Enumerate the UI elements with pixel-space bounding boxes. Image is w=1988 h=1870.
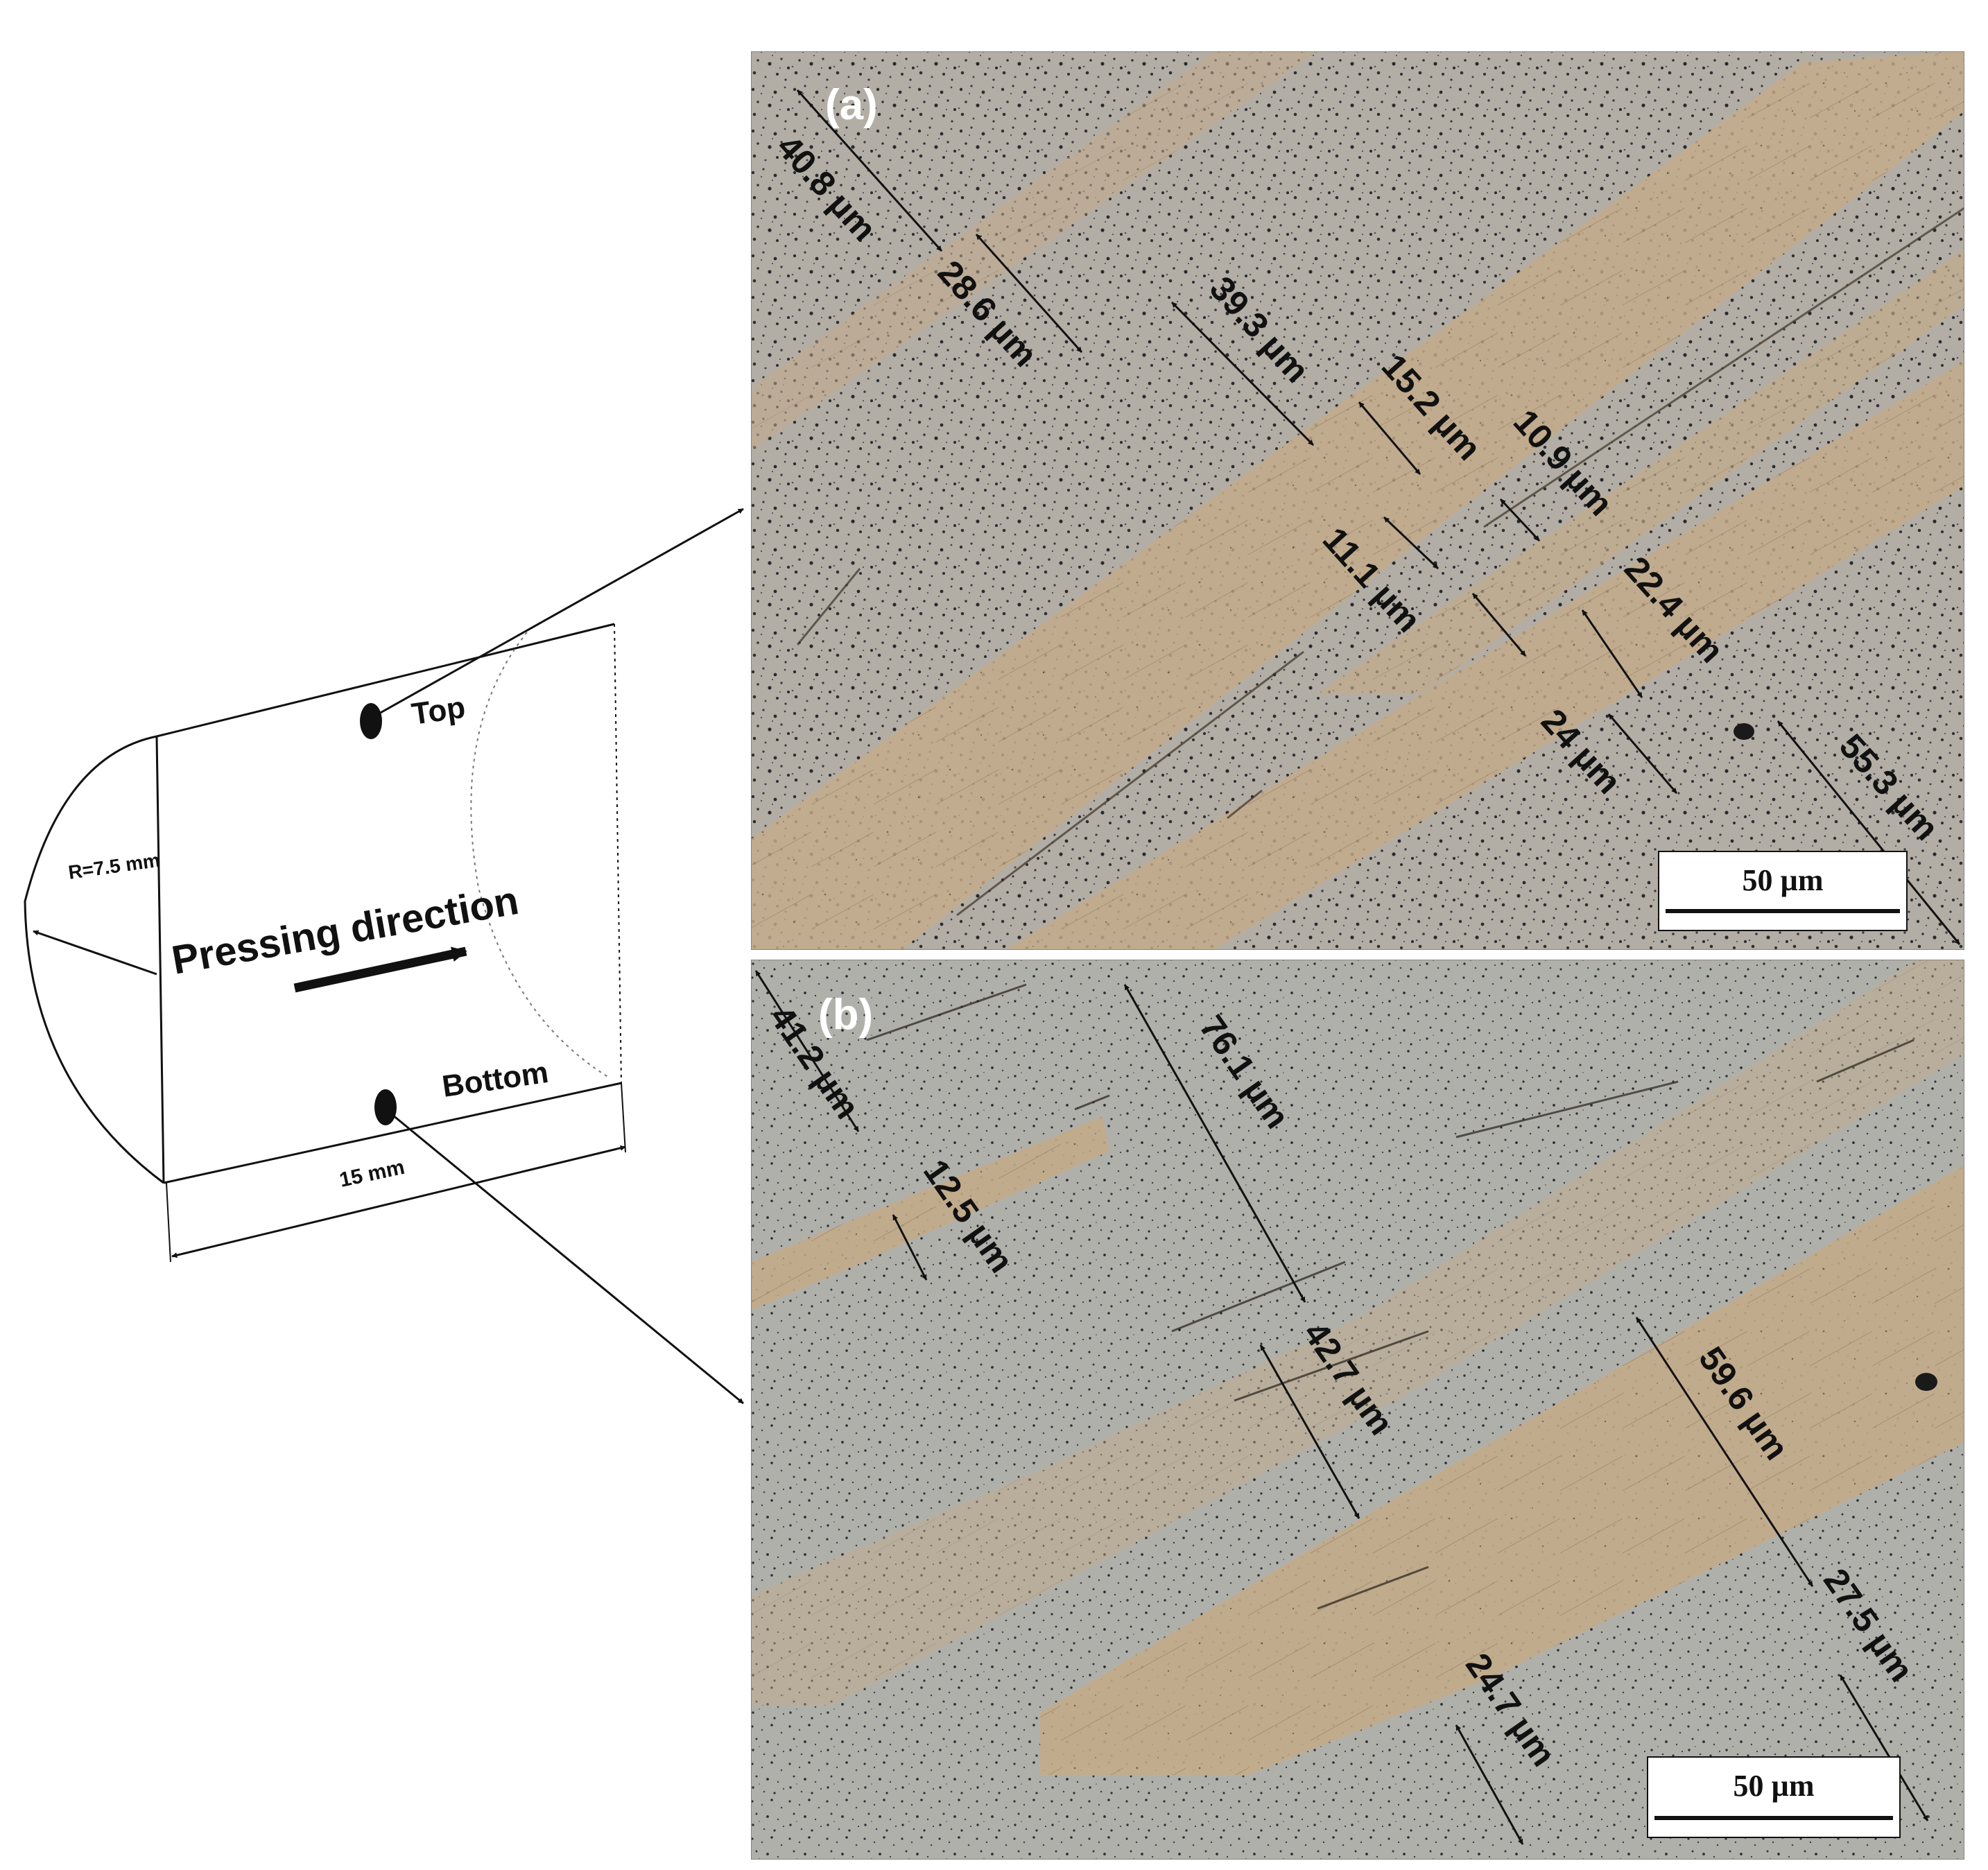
measure-arrow-b-2 xyxy=(892,1214,928,1281)
measure-arrow-a-5 xyxy=(1499,498,1541,542)
radius-indicator xyxy=(33,930,157,976)
bottom-callout-arrow xyxy=(392,1114,744,1405)
sample-schematic: R=7.5 mm Top Bottom Pressing direction 1… xyxy=(24,508,744,1405)
measure-arrow-a-3 xyxy=(1170,301,1315,447)
measure-arrow-a-6 xyxy=(1383,516,1440,570)
measure-arrow-b-6 xyxy=(1839,1674,1929,1821)
measure-arrow-b-4 xyxy=(1259,1344,1360,1519)
measure-arrow-a-9 xyxy=(1607,713,1678,794)
sample-hidden-arc xyxy=(470,632,611,1079)
width-dimension xyxy=(171,1145,626,1258)
measure-arrow-a-8 xyxy=(1581,609,1643,698)
scale-bar-a: 50 µm xyxy=(1658,851,1908,931)
sample-curved-face xyxy=(24,735,164,1184)
top-location-dot xyxy=(360,703,382,739)
sample-top-edge xyxy=(156,623,615,738)
scale-bar-a-label: 50 µm xyxy=(1742,863,1823,897)
panel-b-letter: (b) xyxy=(818,991,873,1039)
pressing-direction-label: Pressing direction xyxy=(168,878,522,983)
measure-arrow-b-5 xyxy=(1635,1317,1814,1587)
pressing-direction-arrow xyxy=(293,946,467,993)
scale-bar-b-label: 50 µm xyxy=(1733,1769,1814,1803)
measure-arrow-a-2 xyxy=(975,234,1083,353)
scale-bar-b: 50 µm xyxy=(1647,1756,1901,1838)
sample-left-edge xyxy=(155,736,165,1184)
measure-arrow-a-1 xyxy=(796,89,943,252)
sample-right-edge xyxy=(614,623,622,1084)
measure-arrow-a-10 xyxy=(1777,720,1961,945)
top-label: Top xyxy=(410,691,467,731)
measure-arrow-b-1 xyxy=(754,970,860,1132)
width-label: 15 mm xyxy=(338,1156,407,1192)
micrograph-a xyxy=(751,51,1964,950)
measure-arrow-a-7 xyxy=(1471,593,1527,657)
width-tick-right xyxy=(621,1082,626,1153)
micrograph-a-pit xyxy=(1734,723,1754,740)
bottom-location-dot xyxy=(374,1089,397,1125)
measure-arrow-b-3 xyxy=(1123,984,1306,1303)
bottom-label: Bottom xyxy=(440,1055,551,1104)
micrograph-b-pit xyxy=(1915,1373,1937,1391)
width-tick-left xyxy=(166,1182,171,1263)
top-callout-arrow xyxy=(377,508,744,716)
measure-arrow-a-4 xyxy=(1358,401,1421,475)
micrograph-a-scratches xyxy=(796,207,1964,917)
panel-a-letter: (a) xyxy=(825,81,878,129)
radius-label: R=7.5 mm xyxy=(67,849,162,883)
measure-arrow-b-7 xyxy=(1455,1724,1524,1845)
